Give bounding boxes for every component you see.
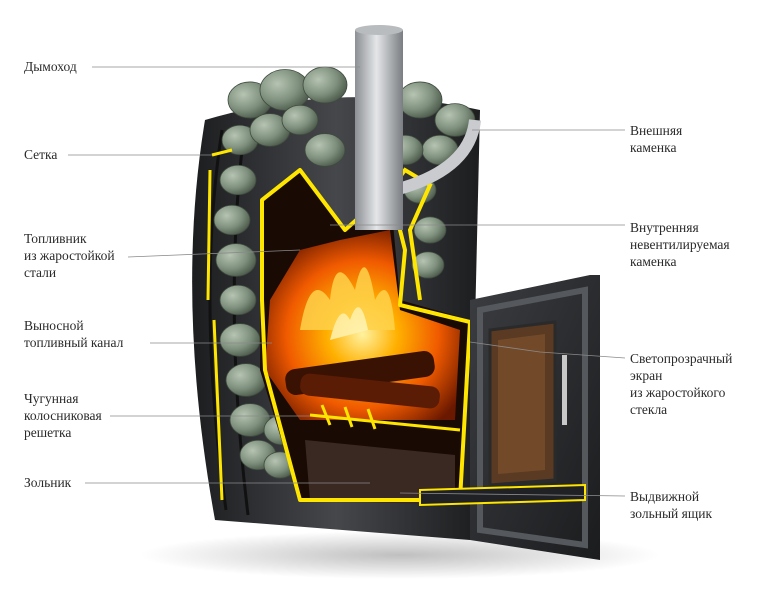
label-fuel-channel: Выносной топливный канал (24, 318, 124, 350)
stone (213, 204, 251, 236)
stone (281, 104, 319, 136)
glass-reflection (498, 334, 545, 474)
stone (219, 323, 261, 357)
stone (225, 363, 267, 397)
label-ashpit: Зольник (24, 475, 72, 490)
door-handle (562, 355, 567, 425)
label-ash-drawer: Выдвижной зольный ящик (630, 489, 713, 521)
flames (300, 267, 395, 340)
stone (302, 66, 348, 104)
ash-drawer (419, 483, 586, 507)
stone (413, 216, 447, 244)
stone (215, 243, 257, 277)
stone (259, 69, 311, 111)
mesh-outline (206, 148, 233, 501)
leader-line (127, 249, 301, 258)
chimney-pipe (355, 30, 403, 230)
label-chimney: Дымоход (24, 59, 77, 74)
stone (304, 133, 346, 167)
door-frame (477, 286, 588, 549)
leader-line (469, 341, 626, 359)
leader-lines (68, 66, 626, 497)
label-firebox: Топливник из жаростойкой стали (24, 231, 115, 280)
label-outer-heater: Внешняя каменка (630, 123, 683, 155)
leader-line (399, 492, 626, 497)
stone (397, 81, 443, 119)
chimney-top (355, 25, 403, 35)
label-glass-screen: Светопрозрачный экран из жаростойкого ст… (630, 351, 733, 417)
label-inner-heater: Внутренняя невентилируемая каменка (630, 220, 730, 269)
label-mesh: Сетка (24, 147, 58, 162)
stone (411, 251, 445, 279)
stone (219, 164, 257, 196)
grate (309, 404, 461, 432)
stone (219, 284, 257, 316)
ash-pit (305, 440, 455, 505)
firebox-outline (260, 168, 472, 502)
label-grate: Чугунная колосниковая решетка (24, 391, 102, 440)
logs (285, 350, 440, 409)
